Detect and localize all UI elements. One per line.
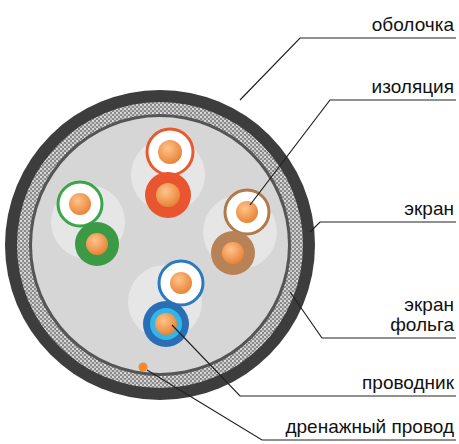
foil-screen — [29, 114, 291, 376]
part-label: изоляция — [372, 77, 454, 97]
filler — [32, 117, 288, 373]
braid-screen — [17, 102, 303, 388]
part-label: оболочка — [372, 15, 454, 35]
drain-wire — [139, 363, 148, 372]
leader-lines — [147, 38, 456, 440]
pair-blue — [128, 261, 203, 347]
part-label: экран — [404, 199, 454, 219]
pair-green — [51, 182, 125, 266]
part-label: проводник — [362, 373, 454, 393]
part-label: дренажный провод — [285, 417, 454, 437]
part-label: экран фольга — [354, 295, 454, 335]
pair-orange — [131, 129, 205, 218]
sheath — [5, 90, 315, 400]
pair-brown — [203, 190, 277, 275]
